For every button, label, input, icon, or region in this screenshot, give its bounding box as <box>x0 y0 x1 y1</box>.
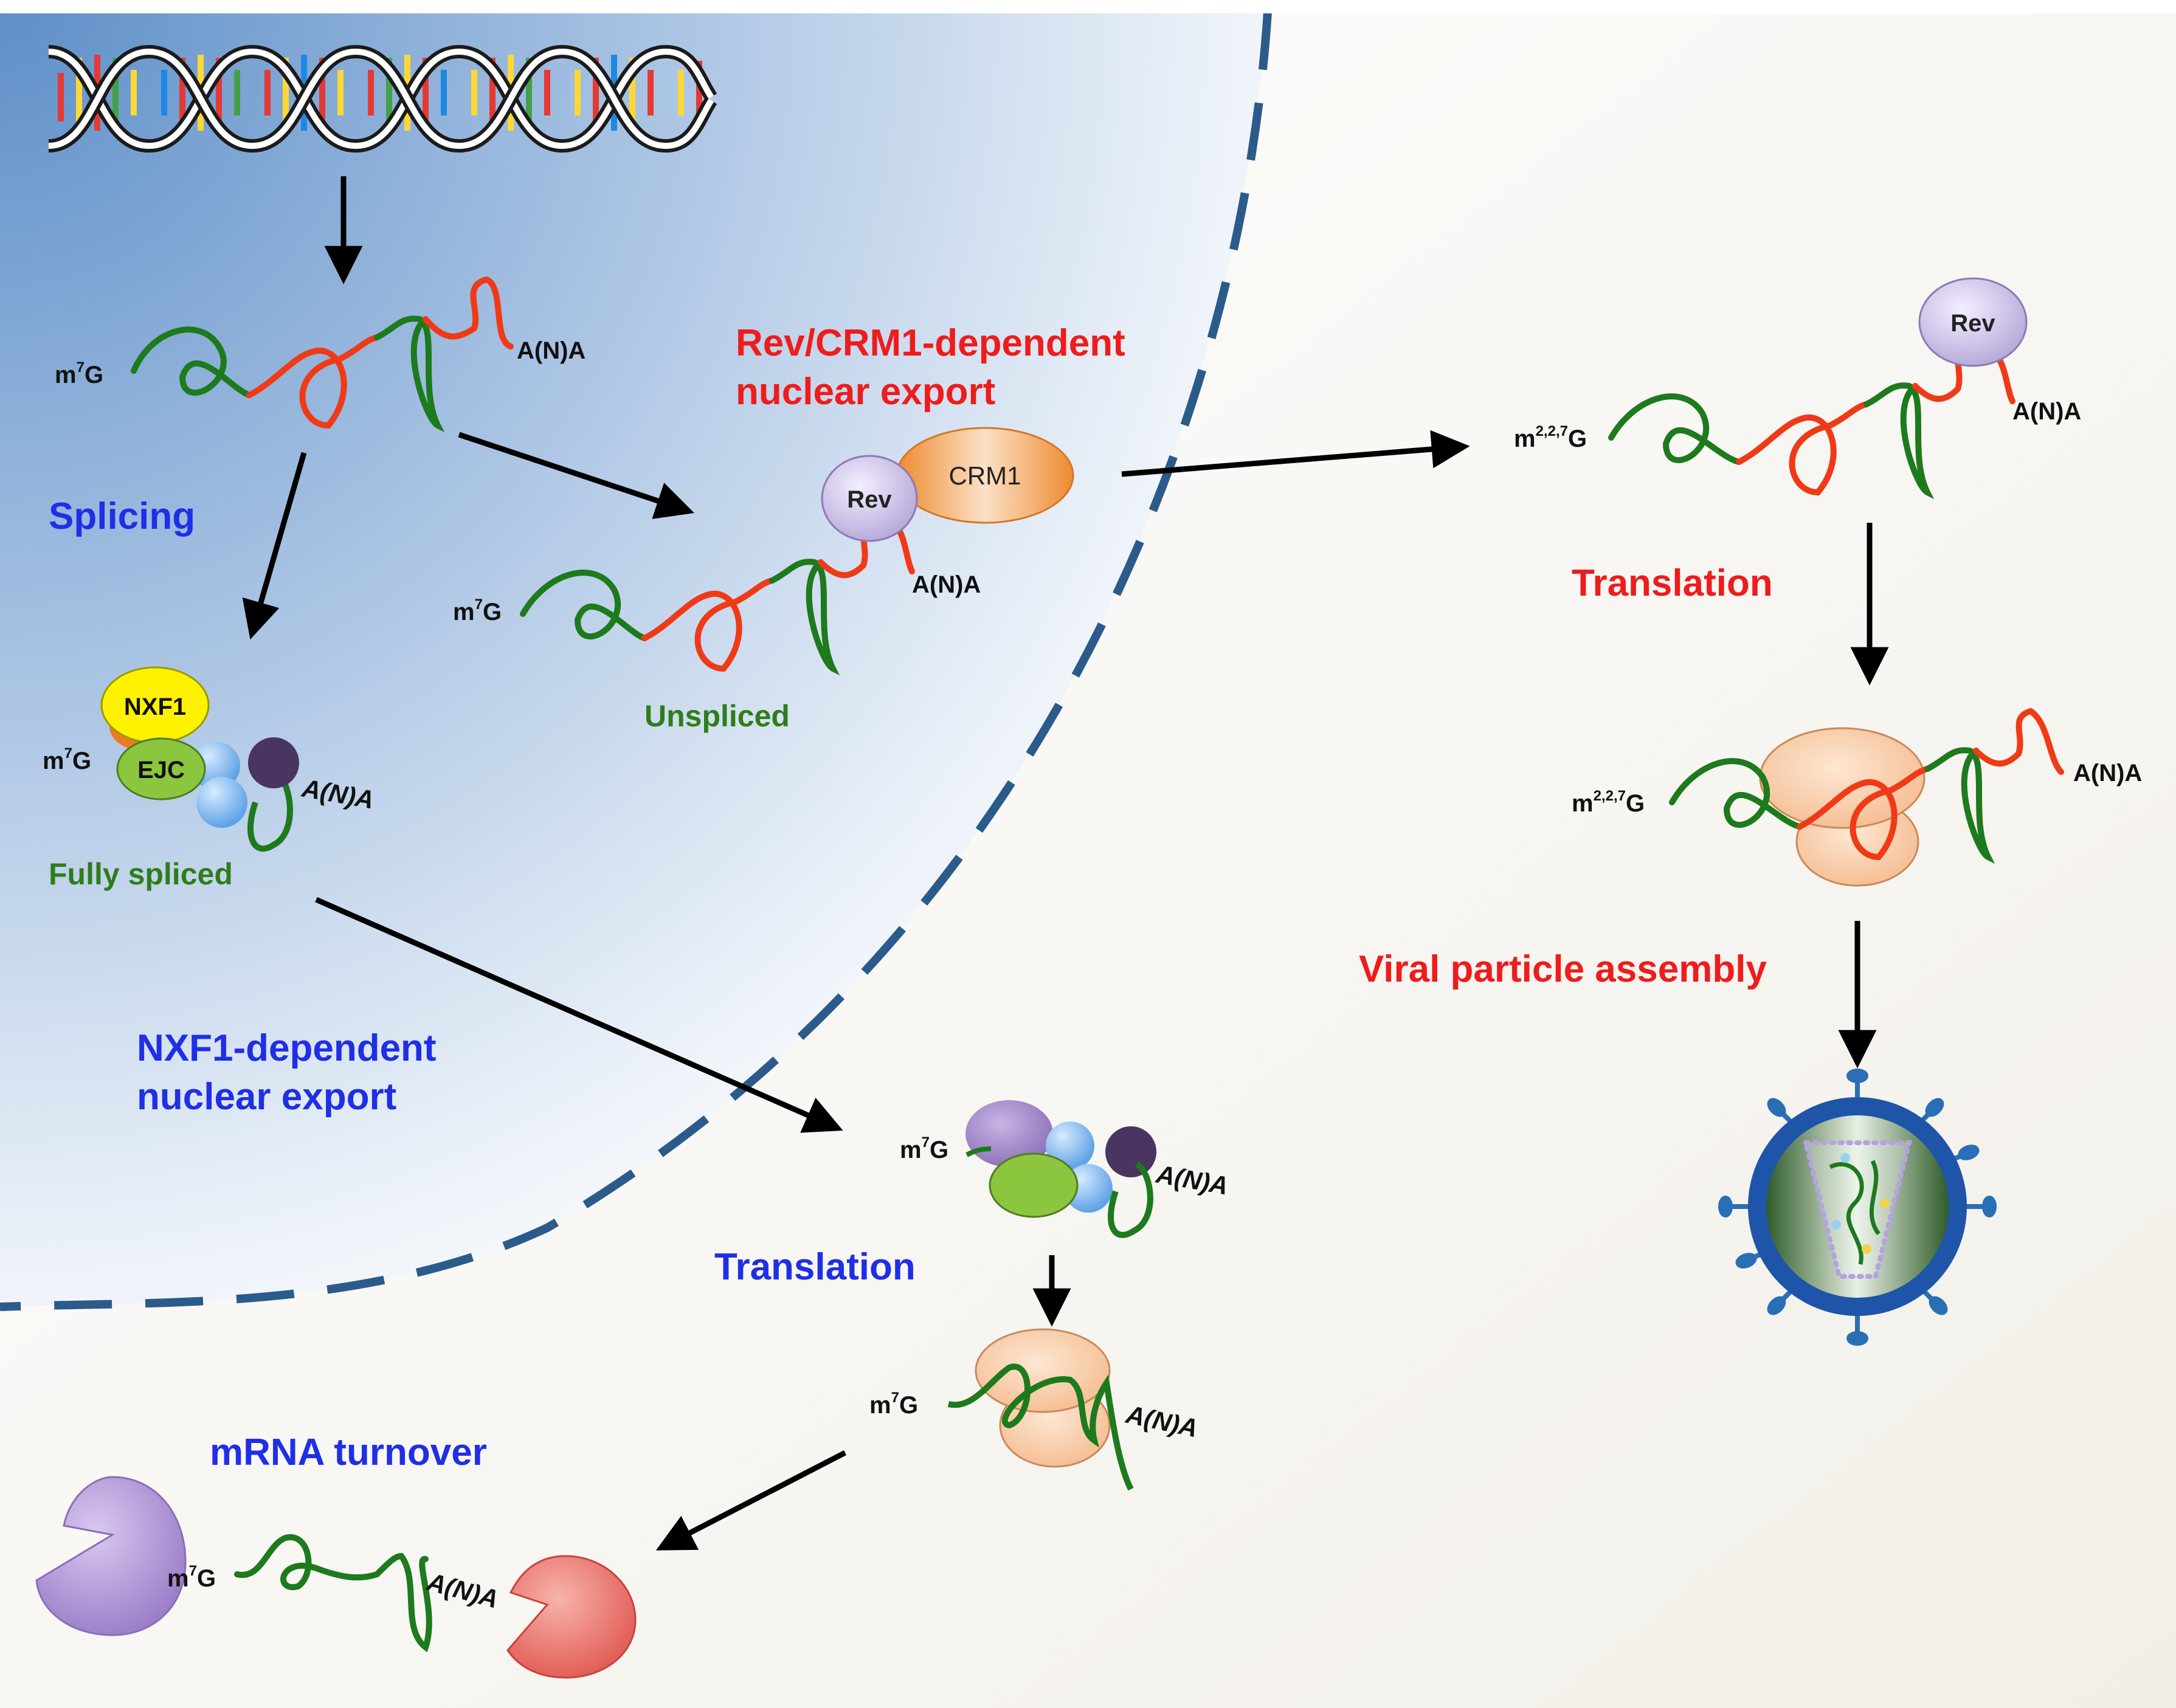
cyto-unspliced-tail-label: A(N)A <box>2012 398 2081 425</box>
rev-export-label-line1: Rev/CRM1-dependent <box>736 322 1125 364</box>
dna-helix-icon <box>48 44 717 153</box>
arrow-to-splicing <box>242 452 307 640</box>
premrna-tail-label: A(N)A <box>517 337 585 364</box>
nxf1-export-label-line2: nuclear export <box>137 1076 396 1118</box>
unspliced-cap-label: m7G <box>453 596 502 625</box>
cyto-mrnp-cap-label: m7G <box>900 1134 948 1163</box>
nucleus-region <box>0 0 1268 1307</box>
arrow-to-turnover <box>655 1450 847 1551</box>
virus-particle-icon <box>1718 1069 1997 1346</box>
translating-unspliced-rna <box>1669 708 2064 887</box>
unspliced-label: Unspliced <box>644 699 790 733</box>
ejc-label: EJC <box>137 757 185 783</box>
fully-spliced-mrnp <box>100 666 299 852</box>
unspliced-tail-label: A(N)A <box>912 571 981 598</box>
rev-protein-nuclear <box>821 455 918 542</box>
arrow-nxf1-export <box>315 897 843 1133</box>
splicing-label: Splicing <box>49 495 195 537</box>
rev-label-nuclear: Rev <box>847 486 892 513</box>
pre-mrna <box>131 276 514 433</box>
ejc-protein <box>116 737 206 801</box>
translation-viral-label: Translation <box>1572 562 1773 604</box>
crm1-label: CRM1 <box>948 461 1021 490</box>
cytoplasmic-mrnp <box>965 1100 1156 1238</box>
nxf1-label: NXF1 <box>124 694 186 720</box>
rev-label-cyto: Rev <box>1950 310 1995 337</box>
exonuclease-red-icon <box>506 1555 637 1679</box>
fully-spliced-label: Fully spliced <box>49 857 233 891</box>
arrow-to-rev-export <box>458 432 694 519</box>
arrows <box>242 176 1889 1551</box>
rev-protein-cyto <box>1918 277 2028 367</box>
exonuclease-purple-icon <box>35 1476 187 1636</box>
translating-mrna-cyto <box>947 1328 1134 1491</box>
translation-cyto-label: Translation <box>714 1246 916 1288</box>
nxf1-export-label-line1: NXF1-dependent <box>137 1027 437 1069</box>
turnover-cap-label: m7G <box>167 1563 216 1592</box>
cyto-unspliced-cap-label: m2,2,7G <box>1514 423 1587 452</box>
cyto-ribo-cap-label: m7G <box>869 1389 918 1419</box>
viral-ribo-tail-label: A(N)A <box>2073 760 2142 787</box>
arrow-across-membrane-rev <box>1121 430 1470 477</box>
spliced-cap-label: m7G <box>43 745 91 774</box>
decaying-mrna <box>234 1534 432 1653</box>
premrna-cap-label: m7G <box>55 359 103 388</box>
rev-export-label-line2: nuclear export <box>736 371 995 413</box>
mrna-turnover-label: mRNA turnover <box>210 1431 487 1473</box>
top-border <box>0 0 2176 13</box>
viral-ribo-cap-label: m2,2,7G <box>1572 788 1645 817</box>
viral-assembly-label: Viral particle assembly <box>1359 948 1767 990</box>
